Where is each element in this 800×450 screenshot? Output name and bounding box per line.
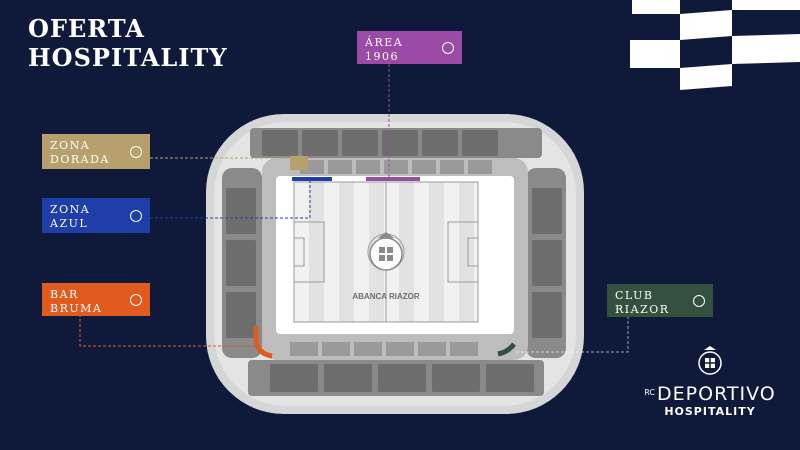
title-line-1: OFERTA xyxy=(28,14,145,43)
zone-azul-line2: AZUL xyxy=(50,217,89,230)
zone-area-1906-marker xyxy=(366,177,420,181)
page-title: OFERTA HOSPITALITY xyxy=(28,14,227,72)
zone-bruma-line2: BRUMA xyxy=(50,302,103,315)
circle-icon xyxy=(130,293,142,306)
deportivo-crest-icon xyxy=(698,346,722,375)
club-crest-icon xyxy=(369,232,403,271)
zone-area-1906-line2: 1906 xyxy=(365,50,399,63)
pitch-sponsor-text: ABANCA RIAZOR xyxy=(352,292,419,301)
zone-club-riazor-card[interactable]: CLUB RIAZOR xyxy=(607,284,713,317)
zone-azul-card[interactable]: ZONA AZUL xyxy=(42,198,150,233)
zone-bruma-marker xyxy=(253,326,273,359)
zone-area-1906-card[interactable]: ÁREA 1906 xyxy=(357,31,462,64)
zone-dorada-card[interactable]: ZONA DORADA xyxy=(42,134,150,169)
circle-icon xyxy=(442,41,454,54)
zone-club-marker xyxy=(497,342,516,357)
zone-azul-line1: ZONA xyxy=(50,203,91,216)
circle-icon xyxy=(130,209,142,222)
zone-dorada-line1: ZONA xyxy=(50,139,91,152)
zone-club-line2: RIAZOR xyxy=(615,303,670,316)
zone-area-1906-line1: ÁREA xyxy=(365,36,404,49)
checkered-flag-decoration xyxy=(630,0,800,90)
brand-prefix: RC xyxy=(644,388,656,397)
title-line-2: HOSPITALITY xyxy=(28,43,228,72)
zone-dorada-marker xyxy=(290,156,308,170)
zone-azul-marker xyxy=(292,177,332,181)
zone-bruma-card[interactable]: BAR BRUMA xyxy=(42,283,150,316)
circle-icon xyxy=(693,294,705,307)
brand-subtitle: HOSPITALITY xyxy=(664,405,756,418)
circle-icon xyxy=(130,145,142,158)
zone-dorada-line2: DORADA xyxy=(50,153,110,166)
zone-bruma-line1: BAR xyxy=(50,288,79,301)
zone-club-line1: CLUB xyxy=(615,289,654,302)
brand-name-text: DEPORTIVO xyxy=(657,383,776,405)
